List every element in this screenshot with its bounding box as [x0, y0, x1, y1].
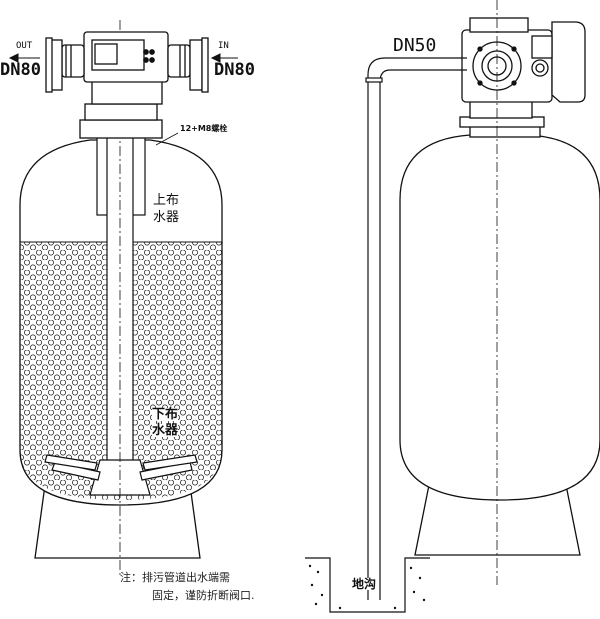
- right-tank-base: [414, 479, 581, 556]
- drain-ditch: [305, 557, 430, 613]
- right-tank: [399, 17, 600, 556]
- out-arrow-icon: [8, 53, 19, 63]
- note-line-2: 固定，谨防折断阀口.: [152, 589, 255, 602]
- left-tank-base: [34, 484, 201, 559]
- bolt-leader: [155, 132, 179, 146]
- bolt-spec-label: 12+M8螺栓: [180, 124, 228, 133]
- upper-distributor-label-2: 水器: [153, 210, 180, 225]
- drain-pipe: [365, 57, 467, 600]
- left-valve-body: [91, 79, 163, 105]
- left-valve-collar: [79, 119, 163, 139]
- out-label: OUT: [16, 41, 33, 51]
- lower-distributor-label-1: 下布: [152, 407, 179, 422]
- lower-distributor-label-2: 水器: [152, 423, 179, 438]
- drain-ditch-label: 地沟: [352, 577, 377, 591]
- outlet-size-label: DN80: [0, 60, 41, 80]
- upper-distributor-label-1: 上布: [153, 193, 180, 208]
- in-arrow-icon: [210, 53, 221, 63]
- inlet-size-label: DN80: [214, 60, 255, 80]
- drain-size-label: DN50: [393, 35, 437, 56]
- right-controller: [551, 21, 586, 103]
- in-label: IN: [218, 41, 229, 51]
- right-tank-shell: [399, 134, 600, 501]
- left-valve: [45, 31, 209, 139]
- note-line-1: 注：排污管道出水端需: [120, 571, 230, 584]
- flow-arrows: [8, 53, 238, 63]
